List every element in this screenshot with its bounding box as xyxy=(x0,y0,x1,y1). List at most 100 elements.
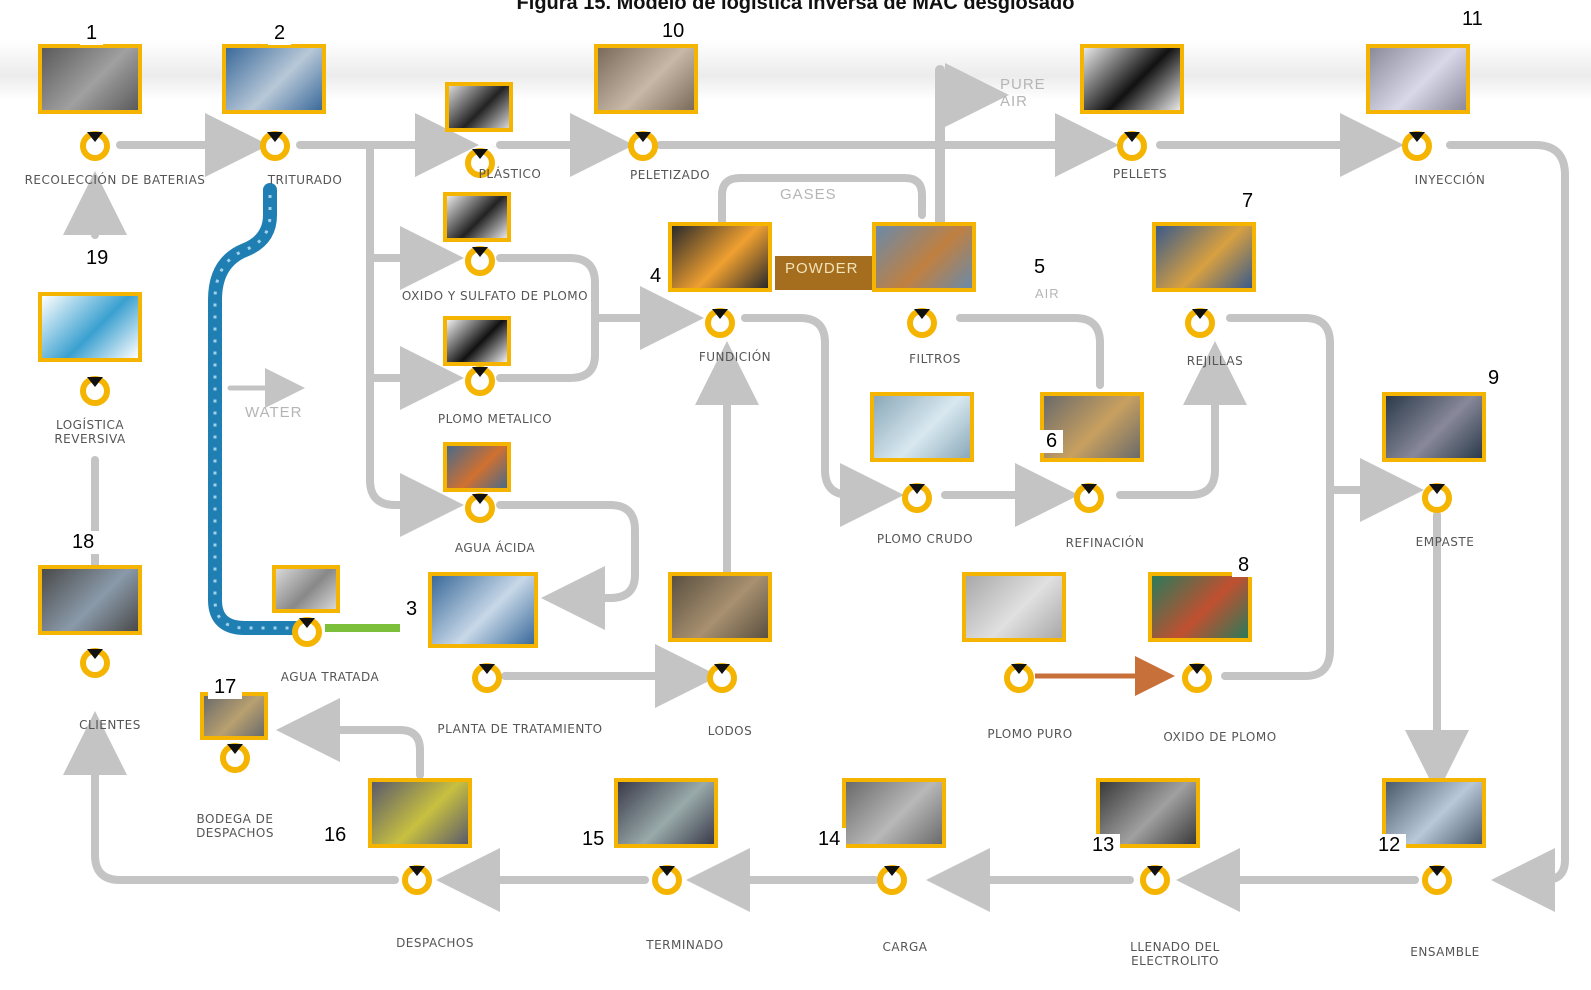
step-5-photo xyxy=(872,222,976,292)
step-label-19: LOGÍSTICA REVERSIVA xyxy=(54,418,126,446)
step-number-19: 19 xyxy=(80,247,115,270)
step-2-photo xyxy=(222,44,326,114)
oxido-marker-icon xyxy=(463,243,497,277)
agua_acida-photo xyxy=(443,442,511,492)
step-14-photo xyxy=(842,778,946,848)
step-13-marker-icon xyxy=(1138,862,1172,896)
arrow-filtros-refinacion xyxy=(956,314,1104,389)
agua_tratada-photo xyxy=(272,565,340,613)
step-label-9: EMPASTE xyxy=(1415,535,1475,549)
step-16-photo xyxy=(368,778,472,848)
step-number-14: 14 xyxy=(812,828,847,851)
arrow-oxido-merge xyxy=(496,254,599,382)
step-17-marker-icon xyxy=(218,740,252,774)
step-4-photo xyxy=(668,222,772,292)
agua_acida-marker-icon xyxy=(463,490,497,524)
pellets-marker-icon xyxy=(1115,128,1149,162)
step-label-10: PELETIZADO xyxy=(629,168,711,182)
step-18-photo xyxy=(38,565,142,635)
step-15-photo xyxy=(614,778,718,848)
step-number-6: 6 xyxy=(1040,430,1064,453)
powder-label: POWDER xyxy=(785,260,859,277)
arrow-gases-loop xyxy=(718,174,926,226)
step-16-marker-icon xyxy=(400,862,434,896)
step-19-photo xyxy=(38,292,142,362)
step-number-5: 5 xyxy=(1028,256,1052,279)
step-number-1: 1 xyxy=(80,22,104,45)
step-11-photo xyxy=(1366,44,1470,114)
step-number-8: 8 xyxy=(1232,554,1256,577)
step-label-8: OXIDO DE PLOMO xyxy=(1163,730,1277,744)
step-label-18: CLIENTES xyxy=(79,718,141,732)
step-11-marker-icon xyxy=(1400,128,1434,162)
pellets-photo xyxy=(1080,44,1184,114)
material-label-agua-tratada: AGUA TRATADA xyxy=(280,670,380,684)
material-label-lodos: LODOS xyxy=(707,724,753,738)
air-label: AIR xyxy=(1035,286,1060,301)
figure-title: Figura 15. Modelo de logística inversa d… xyxy=(516,0,1075,14)
arrow-11-12 xyxy=(1446,141,1569,912)
step-number-15: 15 xyxy=(576,828,611,851)
arrow-refinacion-rejillas xyxy=(1116,341,1247,499)
step-label-1: RECOLECCIÓN DE BATERIAS xyxy=(24,173,206,187)
step-label-15: TERMINADO xyxy=(646,938,724,952)
step-number-7: 7 xyxy=(1236,190,1260,213)
arrow-despachos-bodega xyxy=(276,698,424,779)
step-label-13: LLENADO DEL ELECTROLITO xyxy=(1130,940,1220,968)
step-19-marker-icon xyxy=(78,373,112,407)
step-label-12: ENSAMBLE xyxy=(1410,945,1480,959)
plastico-marker-icon xyxy=(463,145,497,179)
step-number-13: 13 xyxy=(1086,834,1121,857)
plastico-photo xyxy=(445,82,513,132)
step-label-16: DESPACHOS xyxy=(396,936,474,950)
step-number-12: 12 xyxy=(1372,834,1407,857)
powder-bar xyxy=(775,256,875,290)
step-1-photo xyxy=(38,44,142,114)
step-12-marker-icon xyxy=(1420,862,1454,896)
plomo_crudo-photo xyxy=(870,392,974,462)
step-1-marker-icon xyxy=(78,128,112,162)
step-3-photo xyxy=(428,572,538,648)
step-number-10: 10 xyxy=(656,20,691,43)
step-label-7: REJILLAS xyxy=(1186,354,1244,368)
step-label-3: PLANTA DE TRATAMIENTO xyxy=(437,722,603,736)
step-label-4: FUNDICIÓN xyxy=(698,350,772,364)
step-number-16: 16 xyxy=(318,824,353,847)
plomo_met-photo xyxy=(443,316,511,366)
plomo_met-marker-icon xyxy=(463,363,497,397)
step-label-2: TRITURADO xyxy=(267,173,343,187)
arrow-despachos-clientes xyxy=(63,711,399,884)
step-number-3: 3 xyxy=(400,598,424,621)
step-17-photo xyxy=(200,692,268,740)
step-8-marker-icon xyxy=(1180,660,1214,694)
step-8-photo xyxy=(1148,572,1252,642)
step-number-17: 17 xyxy=(208,676,243,699)
step-7-photo xyxy=(1152,222,1256,292)
agua_tratada-marker-icon xyxy=(290,614,324,648)
step-10-marker-icon xyxy=(626,128,660,162)
step-number-9: 9 xyxy=(1482,367,1506,390)
material-label-pellets: PELLETS xyxy=(1112,167,1168,181)
arrow-branch-vertical xyxy=(366,141,464,537)
arrow-agua-acida-planta xyxy=(496,501,639,630)
plomo_puro-photo xyxy=(962,572,1066,642)
arrow-oxido-empaste xyxy=(1221,486,1334,680)
material-label-plomo-crudo: PLOMO CRUDO xyxy=(876,532,974,546)
step-number-11: 11 xyxy=(1456,8,1489,31)
water-label: WATER xyxy=(245,404,303,421)
step-label-6: REFINACIÓN xyxy=(1065,536,1145,550)
plomo_crudo-marker-icon xyxy=(900,480,934,514)
material-label-plomo-puro: PLOMO PURO xyxy=(987,727,1073,741)
step-18-marker-icon xyxy=(78,645,112,679)
step-number-2: 2 xyxy=(268,22,292,45)
step-4-marker-icon xyxy=(703,305,737,339)
step-5-marker-icon xyxy=(905,305,939,339)
step-3-marker-icon xyxy=(470,660,504,694)
step-7-marker-icon xyxy=(1183,305,1217,339)
material-label-oxido-sulfato: OXIDO Y SULFATO DE PLOMO xyxy=(401,289,589,303)
arrow-rejillas-empaste xyxy=(1226,314,1334,494)
step-label-17: BODEGA DE DESPACHOS xyxy=(196,812,274,840)
step-10-photo xyxy=(594,44,698,114)
